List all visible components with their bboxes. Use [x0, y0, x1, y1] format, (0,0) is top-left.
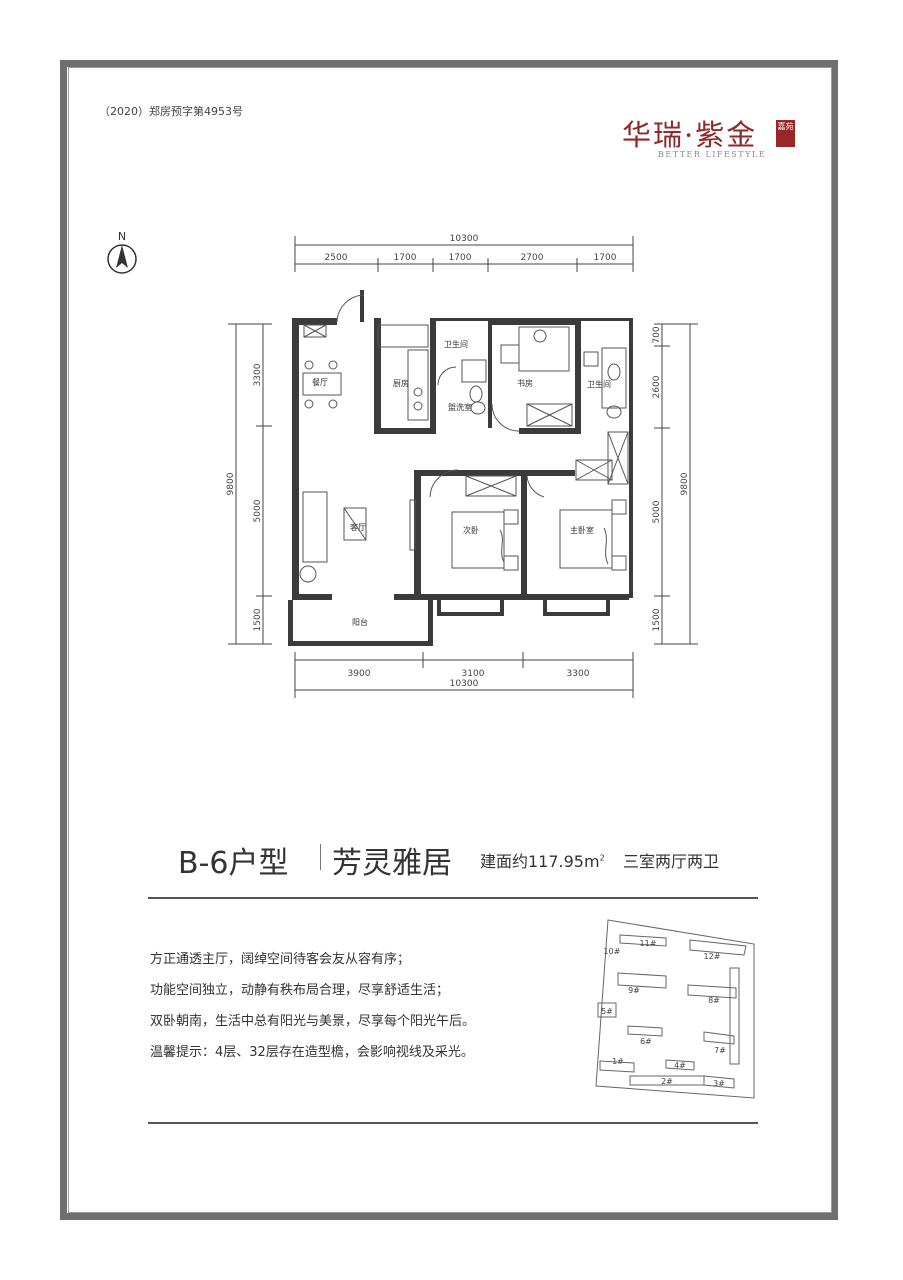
description-line: 温馨提示：4层、32层存在造型檐，会影响视线及采光。: [150, 1045, 474, 1060]
brand-logo: 华瑞·紫金 嘉苑 BETTER LIFESTYLE: [622, 112, 812, 168]
site-building-label: 5#: [601, 1007, 613, 1016]
description-line: 双卧朝南，生活中总有阳光与美景，尽享每个阳光午后。: [150, 1014, 476, 1029]
bottom-dimension-lines: [294, 652, 634, 698]
room-bath1: 卫生间: [444, 339, 468, 349]
description-line: 方正通透主厅，阔绰空间待客会友从容有序；: [150, 952, 411, 967]
dim-bottom-seg: 3900: [348, 669, 371, 679]
site-building-label: 11#: [640, 939, 657, 948]
description-line: 功能空间独立，动静有秩布局合理，尽享舒适生活；: [150, 983, 450, 998]
compass-label: N: [118, 230, 126, 243]
unit-title-row: B-6户型 芳灵雅居 建面约117.95m2 三室两厅两卫: [178, 838, 758, 881]
room-kitchen: 厨房: [393, 378, 409, 388]
dim-bottom-seg: 3300: [567, 669, 590, 679]
logo-seal: 嘉苑: [776, 120, 795, 147]
site-building-label: 4#: [674, 1061, 686, 1070]
site-building-label: 10#: [604, 947, 621, 956]
unit-area: 建面约117.95m2: [480, 848, 605, 872]
unit-subtitle: 芳灵雅居: [332, 846, 452, 881]
site-building-label: 6#: [640, 1037, 652, 1046]
site-building-label: 8#: [708, 996, 720, 1005]
site-building-label: 3#: [713, 1079, 725, 1088]
room-dining: 餐厅: [312, 378, 328, 387]
site-building-label: 9#: [628, 986, 640, 995]
unit-description: 方正通透主厅，阔绰空间待客会友从容有序； 功能空间独立，动静有秩布局合理，尽享舒…: [150, 948, 475, 1072]
permit-number: （2020）郑房预字第4953号: [99, 105, 243, 118]
room-washroom: 盥洗室: [448, 402, 472, 412]
top-dimension-lines: [294, 236, 634, 272]
site-plan-map: [595, 919, 755, 1099]
dim-top-total: 10300: [450, 234, 479, 244]
unit-area-text: 建面约117.95m: [480, 852, 600, 871]
dim-left-seg: 1500: [253, 608, 263, 631]
site-building-label: 7#: [714, 1046, 726, 1055]
unit-type-name: B-6户型: [178, 846, 289, 881]
divider-top: [148, 897, 758, 899]
dim-bottom-total: 10300: [450, 679, 479, 689]
room-second-bedroom: 次卧: [463, 525, 479, 535]
dim-bottom-seg: 3100: [462, 669, 485, 679]
dim-right-seg: 700: [652, 326, 662, 343]
floor-plan-fixtures: [299, 294, 629, 583]
logo-tagline: BETTER LIFESTYLE: [658, 150, 767, 159]
room-balcony: 阳台: [352, 617, 368, 627]
dim-right-total: 9800: [680, 472, 690, 495]
left-dimension-lines: [228, 323, 272, 645]
dim-right-seg: 5000: [652, 500, 662, 523]
room-study: 书房: [517, 378, 533, 388]
floor-plan-walls: [288, 290, 633, 646]
dim-top-seg: 1700: [594, 253, 617, 263]
right-dimension-lines: [654, 323, 698, 645]
dim-top-seg: 1700: [394, 253, 417, 263]
dim-right-seg: 2600: [652, 375, 662, 398]
north-compass-icon: N: [107, 230, 137, 274]
outer-frame: [60, 60, 838, 1220]
unit-rooms: 三室两厅两卫: [623, 852, 720, 871]
site-building-label: 1#: [612, 1057, 624, 1066]
unit-area-sup: 2: [599, 853, 605, 863]
site-building-label: 12#: [704, 952, 721, 961]
divider-bottom: [148, 1122, 758, 1124]
title-separator: [320, 844, 321, 870]
dim-top-seg: 1700: [449, 253, 472, 263]
site-building-label: 2#: [661, 1077, 673, 1086]
dim-right-seg: 1500: [652, 608, 662, 631]
room-master-bedroom: 主卧室: [570, 525, 594, 535]
logo-name: 华瑞·紫金: [622, 118, 758, 152]
room-living: 客厅: [350, 522, 366, 532]
inner-frame: [68, 67, 832, 1213]
dim-top-seg: 2500: [325, 253, 348, 263]
dim-left-total: 9800: [226, 472, 236, 495]
dim-left-seg: 5000: [253, 499, 263, 522]
dim-top-seg: 2700: [521, 253, 544, 263]
dim-left-seg: 3300: [253, 363, 263, 386]
room-bath2: 卫生间: [587, 379, 611, 389]
